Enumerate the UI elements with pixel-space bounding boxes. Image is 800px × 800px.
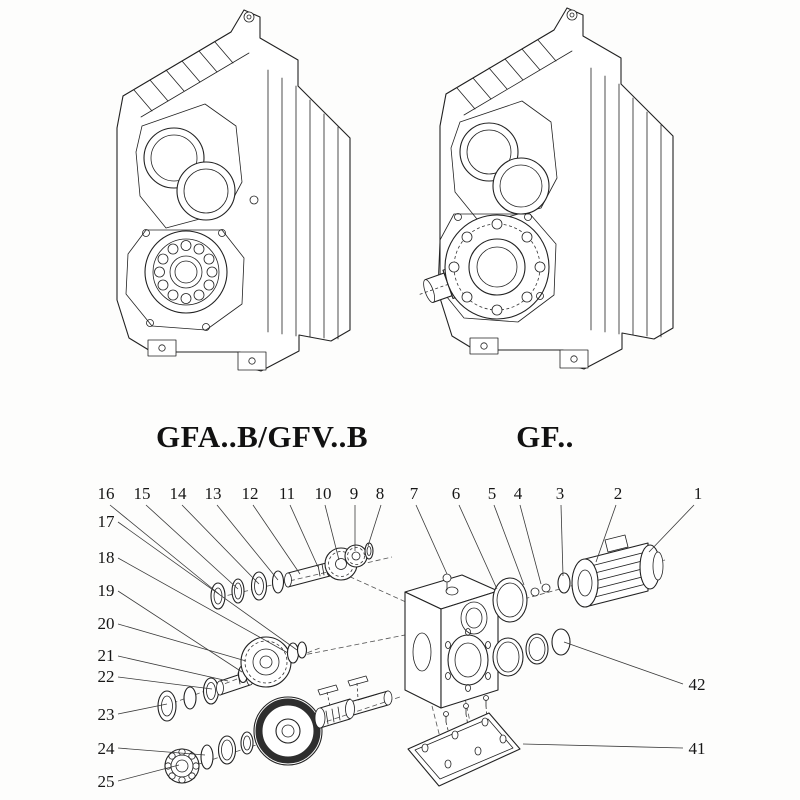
callout-number-25: 25 bbox=[98, 772, 115, 791]
leader-line-42 bbox=[563, 641, 684, 685]
exploded-parts-diagram bbox=[157, 534, 666, 787]
leader-line-21 bbox=[117, 655, 229, 682]
gear-housing bbox=[404, 573, 499, 709]
callout-number-6: 6 bbox=[452, 484, 461, 503]
callout-number-5: 5 bbox=[488, 484, 497, 503]
callout-number-41: 41 bbox=[689, 739, 706, 758]
leader-line-4 bbox=[519, 504, 542, 585]
callout-number-3: 3 bbox=[556, 484, 565, 503]
callout-number-1: 1 bbox=[694, 484, 703, 503]
leader-line-8 bbox=[367, 504, 382, 547]
leader-line-14 bbox=[181, 504, 260, 585]
leader-line-3 bbox=[560, 504, 564, 577]
callout-number-19: 19 bbox=[98, 581, 115, 600]
leader-line-5 bbox=[493, 504, 525, 586]
callout-number-24: 24 bbox=[98, 739, 116, 758]
breather-plug bbox=[442, 573, 452, 583]
intermediate-gear-assembly bbox=[157, 636, 308, 722]
callout-number-14: 14 bbox=[170, 484, 188, 503]
output-flange bbox=[444, 214, 550, 320]
leader-line-13 bbox=[216, 504, 279, 581]
leader-line-17 bbox=[117, 521, 298, 651]
leader-line-20 bbox=[117, 623, 247, 662]
isometric-drawing-gf bbox=[419, 7, 674, 370]
callout-number-17: 17 bbox=[98, 512, 116, 531]
leader-line-19 bbox=[117, 590, 243, 673]
leader-line-12 bbox=[252, 504, 301, 575]
leader-line-11 bbox=[289, 504, 319, 568]
leader-line-10 bbox=[324, 504, 340, 561]
leader-line-2 bbox=[595, 504, 617, 563]
callout-number-10: 10 bbox=[315, 484, 332, 503]
output-bearing-detail bbox=[144, 230, 228, 314]
callout-number-11: 11 bbox=[279, 484, 295, 503]
callout-number-23: 23 bbox=[98, 705, 115, 724]
callout-number-16: 16 bbox=[98, 484, 115, 503]
motor-side-seal-parts bbox=[492, 572, 571, 623]
callout-number-22: 22 bbox=[98, 667, 115, 686]
callout-number-18: 18 bbox=[98, 548, 115, 567]
leader-line-41 bbox=[522, 743, 684, 749]
callout-number-13: 13 bbox=[205, 484, 222, 503]
leader-line-22 bbox=[117, 676, 213, 690]
leader-line-15 bbox=[145, 504, 239, 590]
top-plug-screw bbox=[243, 11, 255, 23]
callout-number-7: 7 bbox=[410, 484, 419, 503]
leader-line-6 bbox=[458, 504, 498, 590]
callout-number-8: 8 bbox=[376, 484, 385, 503]
callout-number-21: 21 bbox=[98, 646, 115, 665]
cover-plate-assembly bbox=[407, 695, 521, 787]
callout-number-4: 4 bbox=[514, 484, 523, 503]
motor bbox=[571, 534, 664, 608]
callout-number-2: 2 bbox=[614, 484, 623, 503]
retaining-rings-output bbox=[492, 628, 571, 677]
callout-number-15: 15 bbox=[134, 484, 151, 503]
leader-line-1 bbox=[648, 504, 695, 553]
leader-line-24 bbox=[117, 747, 206, 756]
callout-number-12: 12 bbox=[242, 484, 259, 503]
leader-line-16 bbox=[109, 504, 220, 595]
leader-line-18 bbox=[117, 557, 289, 654]
isometric-drawing-gfab-gfvb bbox=[116, 9, 351, 372]
output-shaft-assembly bbox=[164, 675, 393, 784]
leader-line-7 bbox=[415, 504, 448, 575]
top-plug-screw bbox=[566, 9, 578, 21]
model-label-right: GF.. bbox=[516, 419, 574, 454]
callout-number-42: 42 bbox=[689, 675, 706, 694]
model-label-left: GFA..B/GFV..B bbox=[156, 419, 368, 454]
callout-number-20: 20 bbox=[98, 614, 115, 633]
leader-line-25 bbox=[117, 764, 180, 782]
leader-line-23 bbox=[117, 703, 168, 715]
callout-number-9: 9 bbox=[350, 484, 359, 503]
input-shaft-assembly bbox=[210, 542, 374, 610]
